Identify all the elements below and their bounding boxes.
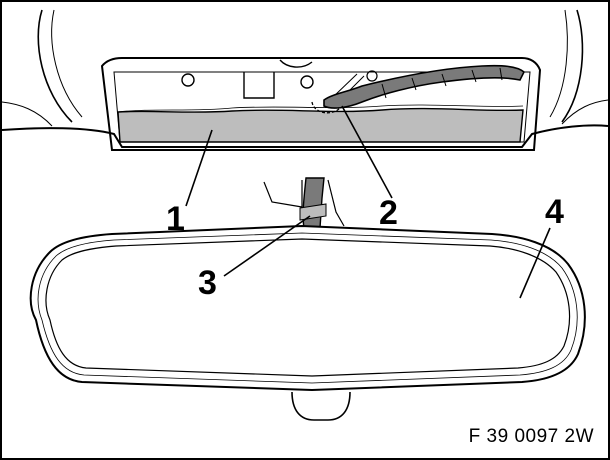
callout-1: 1 <box>166 200 185 238</box>
callout-2: 2 <box>379 194 398 232</box>
screw-left-hole <box>181 73 195 87</box>
headliner-right-edge <box>561 9 584 123</box>
headliner-left-inner <box>51 9 83 118</box>
mirror-outer-frame <box>29 224 586 392</box>
leader-2 <box>341 105 393 199</box>
figure-code: F 39 0097 2W <box>468 426 594 447</box>
clip-bracket <box>243 72 275 99</box>
mirror-frame-line <box>37 232 578 384</box>
callout-4: 4 <box>545 193 564 231</box>
headliner-right-inner <box>549 9 568 118</box>
headliner-outline <box>2 124 608 148</box>
leader-4 <box>519 227 551 299</box>
screw-center-hole <box>300 75 314 89</box>
arm-attachment-dashed <box>311 101 341 114</box>
headliner-left-edge <box>37 9 73 123</box>
damping-strip <box>117 107 524 143</box>
mirror-bottom-tab <box>291 391 351 421</box>
callout-3: 3 <box>198 264 217 302</box>
mirror-inner-glass <box>45 238 571 377</box>
screw-right-hole <box>366 70 378 82</box>
top-arc <box>279 59 313 68</box>
cable-guide-ribs <box>381 67 503 99</box>
headliner-right-corner <box>561 99 608 125</box>
leader-3 <box>223 215 311 277</box>
mount-stem-right <box>327 179 345 227</box>
mount-stem <box>263 180 303 208</box>
leader-1 <box>185 129 213 207</box>
cable-band <box>299 203 327 221</box>
damping-strip-edge <box>117 104 524 113</box>
headliner-left-corner <box>2 101 53 127</box>
trim-recess-outer <box>100 57 542 151</box>
